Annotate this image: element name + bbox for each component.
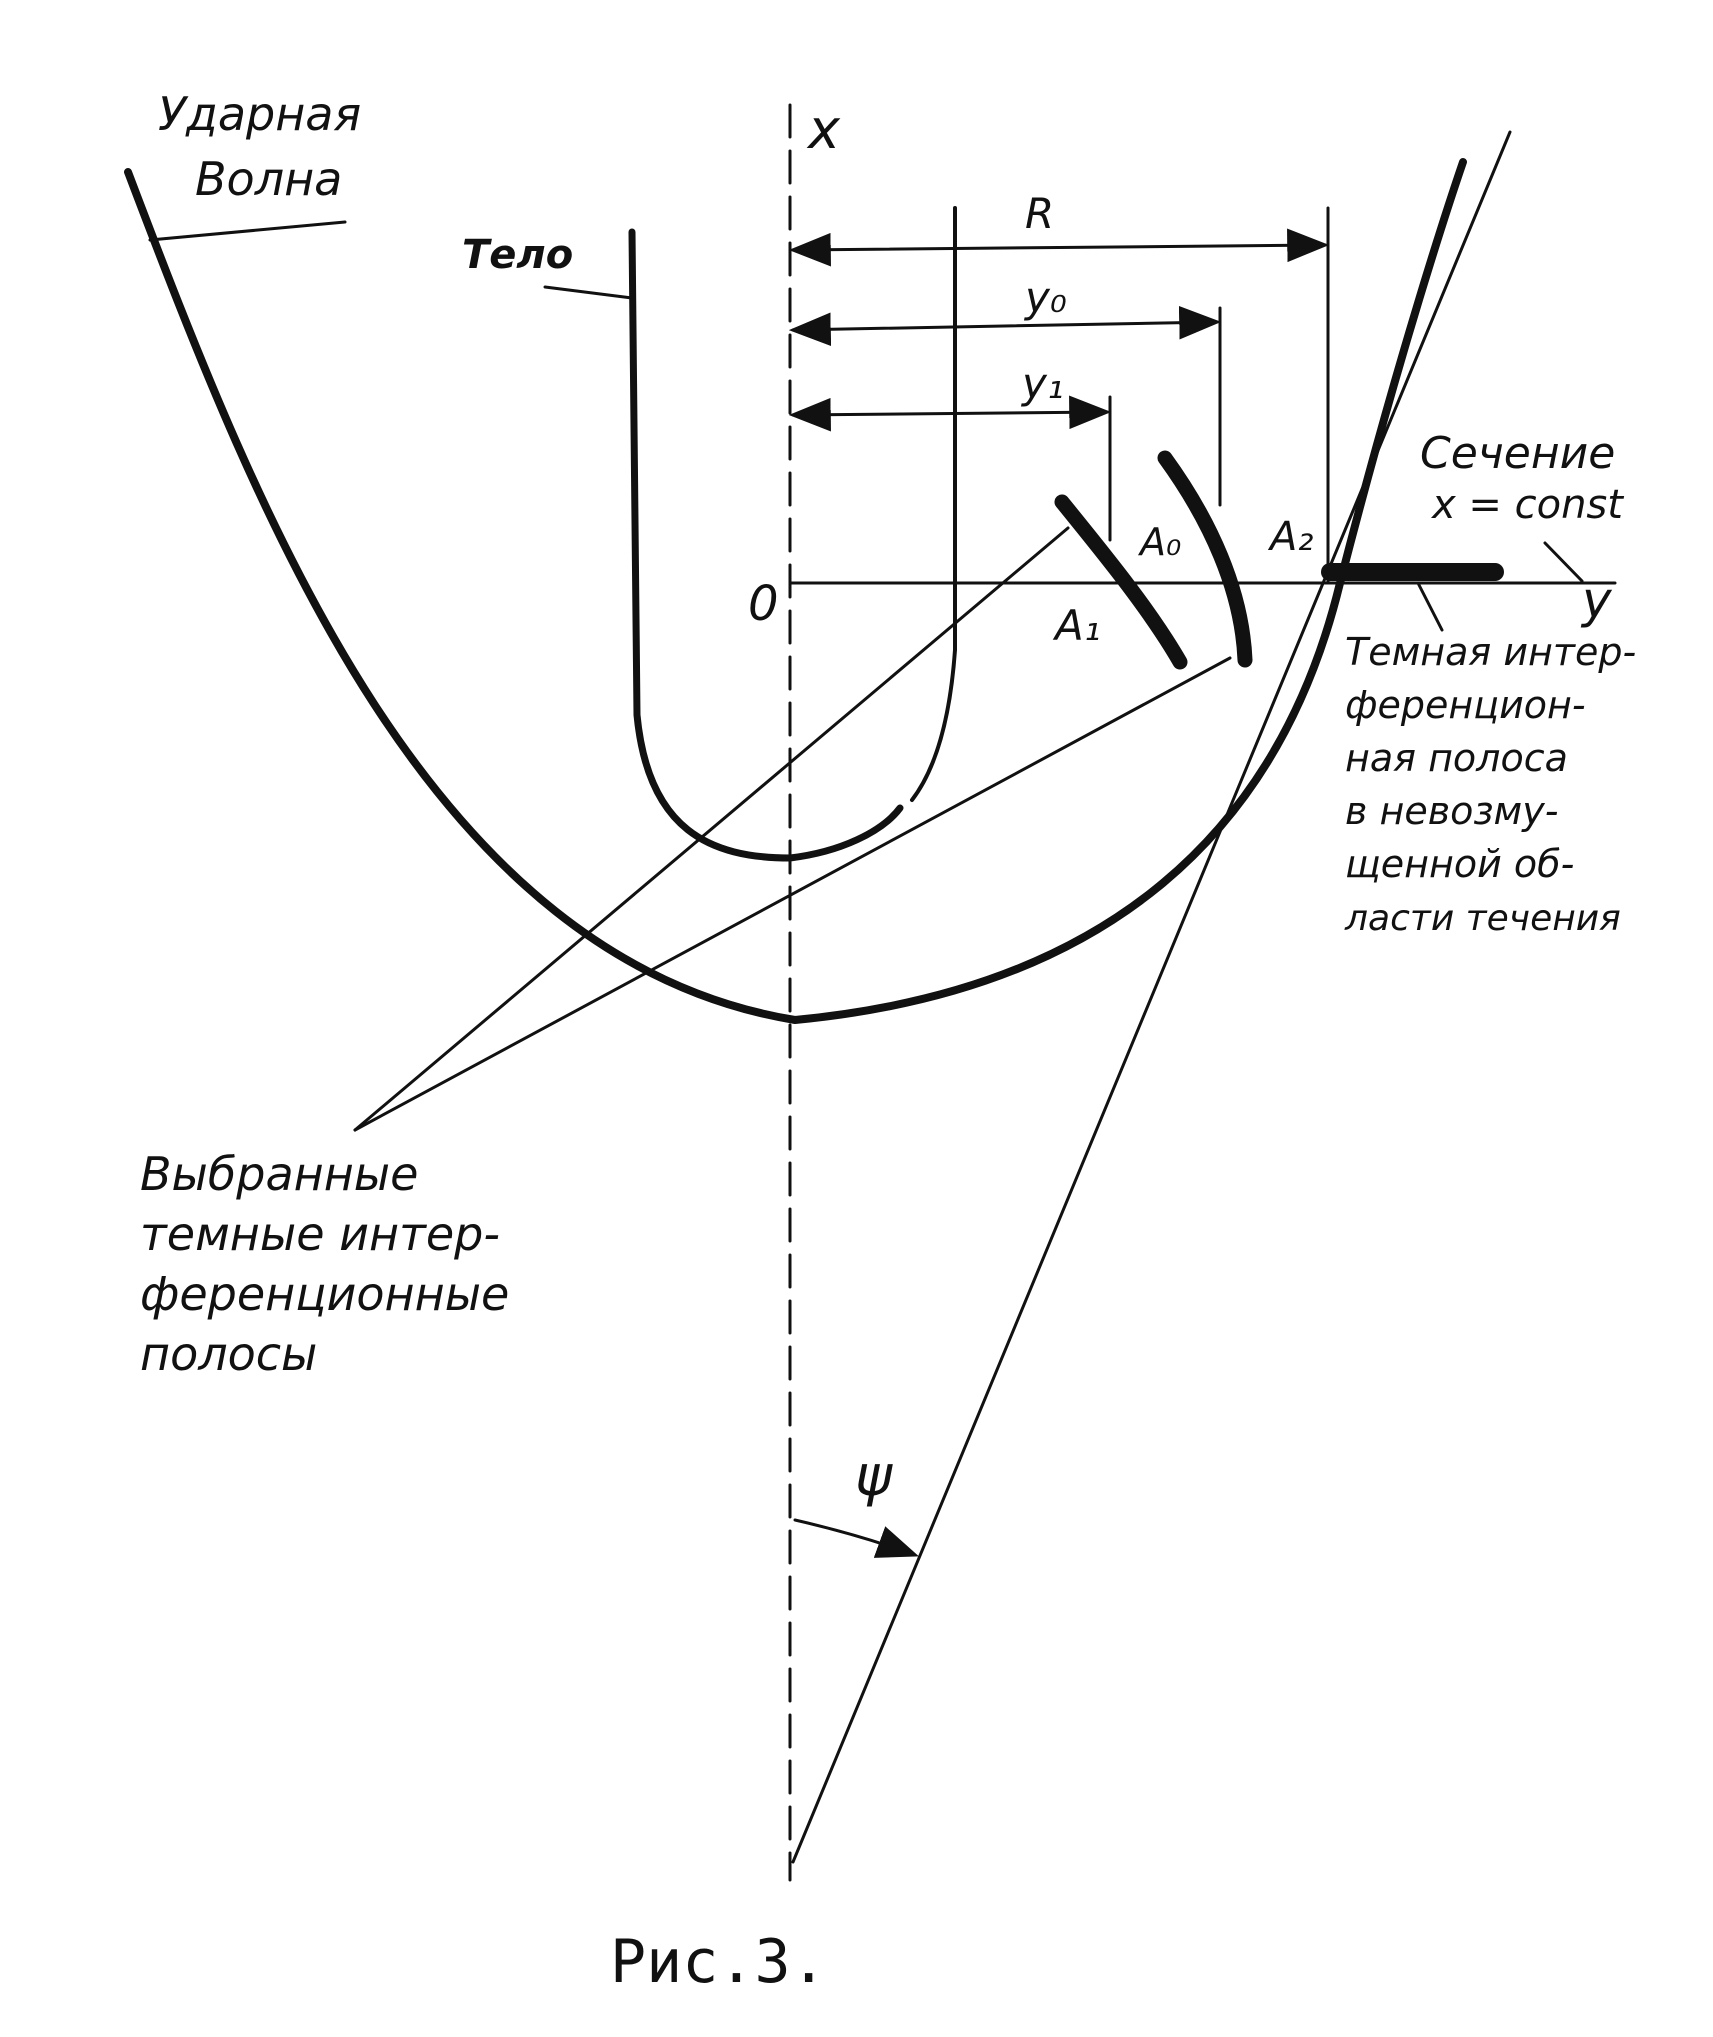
fringe-A0 (1157, 450, 1253, 668)
dark-fringe-label-line2: ференцион- (1345, 683, 1586, 727)
dimension-line-R (788, 228, 1330, 267)
axis-y-label: y (1580, 571, 1613, 629)
selected-fringes-label-line2: темные интер- (140, 1207, 500, 1261)
dark-fringe-label-line3: ная полоса (1345, 736, 1568, 780)
dimension-line-y0 (788, 305, 1222, 347)
dark-fringe-label-line6: ласти течения (1344, 898, 1621, 939)
shock-wave-label-line2: Волна (195, 152, 342, 206)
dimension-line-y1 (788, 395, 1112, 432)
axis-x-label: x (806, 98, 841, 161)
origin-label: 0 (748, 576, 779, 632)
selected-leader-2 (353, 656, 1232, 1132)
selected-fringes-label-line4: полосы (140, 1327, 317, 1381)
selected-fringes-label-line3: ференционные (140, 1267, 509, 1321)
dimension-y1-label: y₁ (1020, 359, 1064, 408)
shock-wave-curve (124, 158, 1467, 1024)
body-contour (628, 228, 904, 862)
body-leader (543, 285, 634, 300)
point-A2-label: A₂ (1267, 514, 1313, 560)
tangent-line (791, 130, 1512, 1864)
dark-fringe-label-line4: в невозму- (1345, 789, 1558, 833)
section-label-line2: x = const (1430, 482, 1624, 528)
point-A0-label: A₀ (1137, 520, 1181, 564)
section-label-line1: Сечение (1420, 428, 1615, 479)
dark-fringe-label-line5: щенной об- (1345, 842, 1574, 886)
section-leader (1543, 541, 1584, 583)
body-label: Тело (462, 232, 573, 278)
angle-psi-label: ψ (855, 1444, 893, 1509)
figure-caption: Рис.3. (610, 1927, 827, 1997)
shock-wave-leader (148, 220, 347, 242)
angle-psi-arc (793, 1518, 919, 1558)
body-contour-right (910, 206, 957, 802)
selected-fringes-label-line1: Выбранные (140, 1147, 418, 1201)
point-A1-label: A₁ (1052, 601, 1101, 650)
dimension-R-label: R (1025, 189, 1054, 238)
undisturbed-fringe-leader (1416, 581, 1444, 632)
dimension-y0-label: y₀ (1023, 273, 1067, 322)
shock-wave-label-line1: Ударная (158, 87, 361, 141)
selected-leader-1 (353, 526, 1070, 1132)
fringe-A1 (1054, 494, 1188, 670)
dark-fringe-label-line1: Темная интер- (1345, 630, 1636, 674)
